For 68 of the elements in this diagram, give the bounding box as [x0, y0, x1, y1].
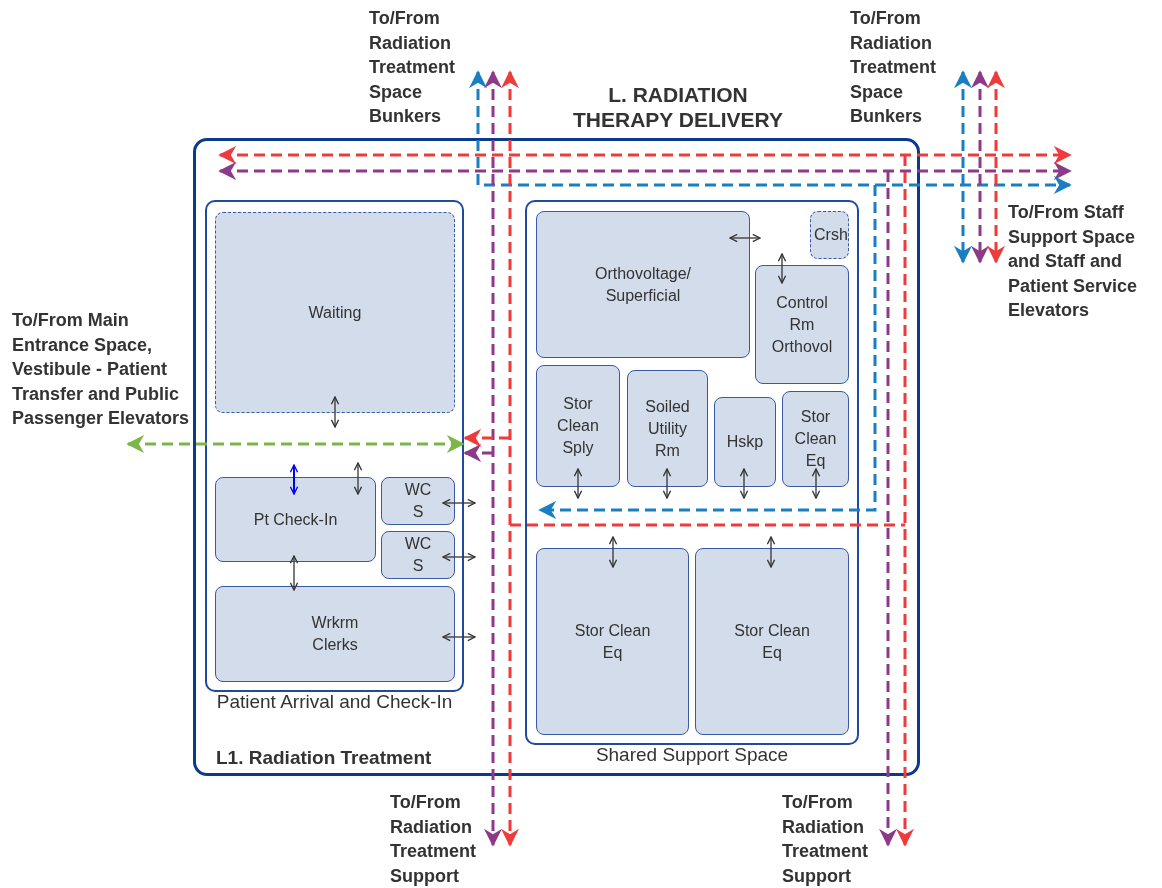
circulation-arrow	[463, 429, 510, 447]
door-arrow	[442, 552, 476, 562]
room-box	[627, 370, 708, 487]
room-name: Wrkrm Clerks	[310, 613, 360, 655]
destination-label: To/From Radiation Treatment Space Bunkers	[369, 6, 473, 129]
circulation-arrow	[971, 70, 989, 264]
door-arrow	[573, 468, 583, 499]
circulation-arrow	[879, 171, 897, 847]
room-box	[536, 211, 750, 358]
destination-label: To/From Staff Support Space and Staff and Patient Service Elevators	[1008, 200, 1158, 323]
room-name: Stor Clean Eq	[793, 407, 838, 471]
circulation-arrow	[538, 185, 877, 519]
destination-label: To/From Radiation Treatment Support	[390, 790, 495, 888]
door-arrow	[739, 468, 749, 499]
diagram-title: L. RADIATION THERAPY DELIVERY	[571, 82, 784, 132]
section-heading: L1. Radiation Treatment	[216, 747, 432, 769]
door-arrow	[289, 464, 299, 495]
room-name: Crsh	[814, 225, 845, 245]
room-box	[381, 531, 455, 579]
door-arrow	[442, 632, 476, 642]
door-arrow	[811, 468, 821, 499]
room-name: WC S	[403, 534, 433, 576]
circulation-arrow	[484, 70, 502, 847]
room-name: Pt Check-In	[253, 509, 338, 530]
zone-label: Shared Support Space	[595, 744, 789, 766]
room-name: Stor Clean Sply	[556, 394, 600, 458]
room-name: Orthovoltage/ Superficial	[593, 263, 693, 306]
room-box	[215, 586, 455, 682]
door-arrow	[330, 396, 340, 428]
circulation-arrow	[501, 70, 519, 847]
room-box	[714, 397, 776, 487]
room-name: Waiting	[308, 302, 362, 323]
room-name: Soiled Utility Rm	[644, 396, 691, 461]
destination-label: To/From Main Entrance Space, Vestibule - Patient Transfer and Public Passenger Elevators	[12, 308, 192, 431]
circulation-arrow	[987, 70, 1005, 264]
room-box	[381, 477, 455, 525]
room-box	[695, 548, 849, 735]
room-name: Control Rm Orthovol	[770, 292, 834, 357]
circulation-arrow	[469, 70, 1072, 194]
door-arrow	[289, 555, 299, 591]
door-arrow	[442, 498, 476, 508]
room-name: WC S	[403, 480, 433, 522]
door-arrow	[766, 536, 776, 568]
circulation-arrow	[126, 435, 465, 453]
room-box	[536, 365, 620, 487]
circulation-arrow	[218, 146, 1072, 164]
circulation-arrow	[218, 162, 1072, 180]
department-outline	[193, 138, 920, 776]
room-name: Stor Clean Eq	[733, 620, 811, 663]
room-box	[536, 548, 689, 735]
circulation-arrow	[463, 444, 493, 462]
door-arrow	[353, 462, 363, 495]
room-box	[810, 211, 849, 259]
door-arrow	[608, 536, 618, 568]
circulation-arrow	[954, 70, 972, 264]
room-box	[215, 212, 455, 413]
destination-label: To/From Radiation Treatment Space Bunkers	[850, 6, 954, 129]
zone-label: Patient Arrival and Check-In	[216, 691, 453, 713]
circulation-arrow	[508, 153, 914, 847]
door-arrow	[662, 468, 672, 499]
room-box	[215, 477, 376, 562]
room-box	[755, 265, 849, 384]
door-arrow	[777, 253, 787, 284]
destination-label: To/From Radiation Treatment Support	[782, 790, 887, 888]
room-name: Stor Clean Eq	[573, 620, 652, 663]
room-name: Hskp	[726, 432, 764, 452]
door-arrow	[729, 233, 761, 243]
room-box	[782, 391, 849, 487]
